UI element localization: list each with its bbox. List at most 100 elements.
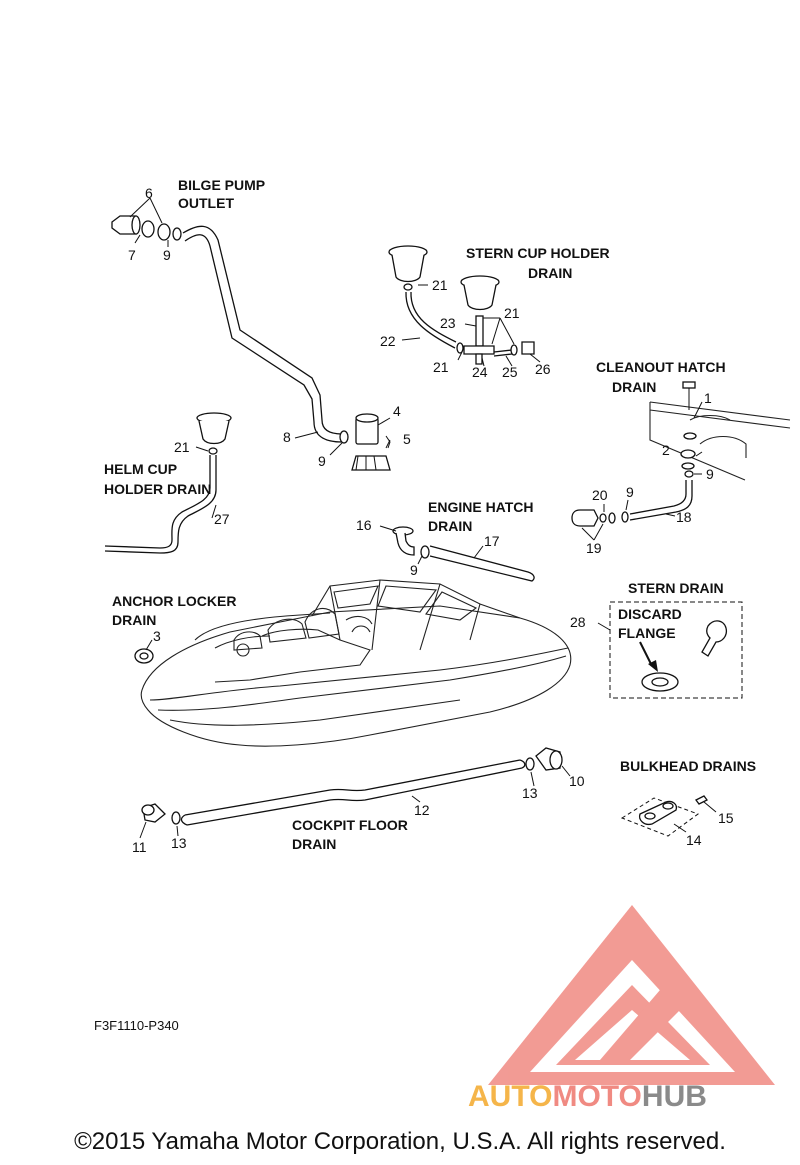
callout-6: 6 (145, 185, 153, 201)
drain-plug-icon (701, 620, 728, 657)
callout-13: 13 (171, 835, 187, 851)
callout-20: 20 (592, 487, 608, 503)
hose-clamp-icon (172, 227, 182, 241)
label-stern-drain: STERN DRAIN (628, 580, 724, 596)
label-drain: DRAIN (112, 612, 156, 628)
cockpit-hose-top (184, 759, 521, 816)
automotohub-logo-icon (488, 905, 775, 1085)
clamp-icon (510, 344, 518, 356)
stern-cup-holder-drain-group: STERN CUP HOLDER DRAIN 21 21 23 22 (380, 245, 610, 380)
callout-8: 8 (283, 429, 291, 445)
callout-9: 9 (626, 484, 634, 500)
callout-5: 5 (403, 431, 411, 447)
hose-clamp-icon (420, 545, 430, 559)
automotohub-logo-text: AUTOMOTOHUB (468, 1080, 800, 1114)
windshield-frames (329, 579, 481, 651)
cockpit-outline (214, 628, 371, 683)
label-helm-cup: HELM CUP (104, 461, 177, 477)
label-drain: DRAIN (292, 836, 336, 852)
label-outlet: OUTLET (178, 195, 234, 211)
fitting-face-icon (141, 804, 155, 816)
clamp-icon (621, 511, 629, 523)
fitting-face-icon (549, 750, 563, 770)
pump-top-icon (355, 413, 379, 423)
elbow-fitting-icon (571, 509, 599, 527)
elbow-fitting-icon (521, 341, 535, 355)
bilge-hose-outline-a (182, 225, 343, 435)
hose-clamp-icon (525, 757, 535, 771)
diagram-code: F3F1110-P340 (94, 1018, 179, 1033)
callout-9: 9 (318, 453, 326, 469)
label-drain: DRAIN (528, 265, 572, 281)
cup-body-icon (198, 420, 230, 445)
logo-part-moto: MOTO (552, 1080, 642, 1113)
cleanout-hose-b (629, 480, 693, 521)
fitting-face-icon (131, 215, 141, 235)
callout-27: 27 (214, 511, 230, 527)
callout-21: 21 (174, 439, 190, 455)
callout-7: 7 (128, 247, 136, 263)
hose-clamp-icon (171, 811, 181, 825)
callout-9: 9 (163, 247, 171, 263)
callout-22: 22 (380, 333, 396, 349)
callout-14: 14 (686, 832, 702, 848)
label-holder-drain: HOLDER DRAIN (104, 481, 211, 497)
label-drain: DRAIN (428, 518, 472, 534)
bulkhead-panel-outline (620, 797, 700, 837)
cup-hose-b (410, 291, 457, 343)
bilge-pump-outlet-group: BILGE PUMP OUTLET 6 7 9 8 9 4 5 (111, 177, 411, 471)
clamp-icon (208, 447, 218, 455)
callout-4: 4 (393, 403, 401, 419)
washer-icon (681, 462, 695, 470)
hose-clamp-icon (339, 430, 349, 444)
gasket-icon (141, 220, 155, 238)
boat-hull-illustration: 3 ANCHOR LOCKER DRAIN (112, 579, 572, 747)
label-stern-cup-holder: STERN CUP HOLDER (466, 245, 610, 261)
hose-25 (493, 349, 513, 357)
logo-part-hub: HUB (641, 1080, 707, 1113)
deck-line (194, 612, 331, 641)
tee-fitting-icon (463, 345, 495, 355)
callout-17: 17 (484, 533, 500, 549)
hatch-detail (689, 414, 747, 458)
callout-1: 1 (704, 390, 712, 406)
callout-19: 19 (586, 540, 602, 556)
short-hose-icon (475, 315, 484, 347)
cockpit-hose-bottom (186, 767, 523, 826)
hose-clamp-icon (684, 470, 694, 478)
hull-rubrail-lower (157, 655, 567, 711)
cleanout-hatch-drain-group: CLEANOUT HATCH DRAIN 1 2 9 20 9 18 19 (571, 359, 791, 556)
cockpit-hose-ends (180, 759, 526, 826)
cup-body-icon (391, 254, 425, 283)
label-drain: DRAIN (612, 379, 656, 395)
logo-part-auto: AUTO (468, 1080, 553, 1113)
engine-hatch-hose (429, 545, 535, 582)
callout-24: 24 (472, 364, 488, 380)
plug-center-icon (139, 652, 149, 660)
label-bilge-pump: BILGE PUMP (178, 177, 265, 193)
callout-23: 23 (440, 315, 456, 331)
nut-icon (608, 512, 616, 524)
cup-body-icon (463, 284, 497, 311)
callout-21: 21 (504, 305, 520, 321)
callout-26: 26 (535, 361, 551, 377)
windshield-top (311, 579, 521, 619)
callout-11: 11 (132, 839, 147, 855)
callout-9: 9 (410, 562, 418, 578)
speaker-icon (236, 643, 250, 657)
label-flange: FLANGE (618, 625, 676, 641)
callout-10: 10 (569, 773, 585, 789)
steering-wheel-outline (345, 615, 373, 633)
drain-hole-icon (662, 802, 674, 810)
copyright-notice: ©2015 Yamaha Motor Corporation, U.S.A. A… (74, 1128, 726, 1155)
callout-28: 28 (570, 614, 586, 630)
hull-outline (140, 605, 572, 747)
callout-21: 21 (433, 359, 449, 375)
label-engine-hatch: ENGINE HATCH (428, 499, 534, 515)
washer-icon (680, 449, 696, 459)
engine-hatch-drain-group: ENGINE HATCH DRAIN 16 9 17 (356, 499, 535, 582)
helm-seat-outline (304, 607, 340, 639)
bulkhead-drains-group: BULKHEAD DRAINS 15 14 (620, 758, 756, 848)
callout-13: 13 (522, 785, 538, 801)
